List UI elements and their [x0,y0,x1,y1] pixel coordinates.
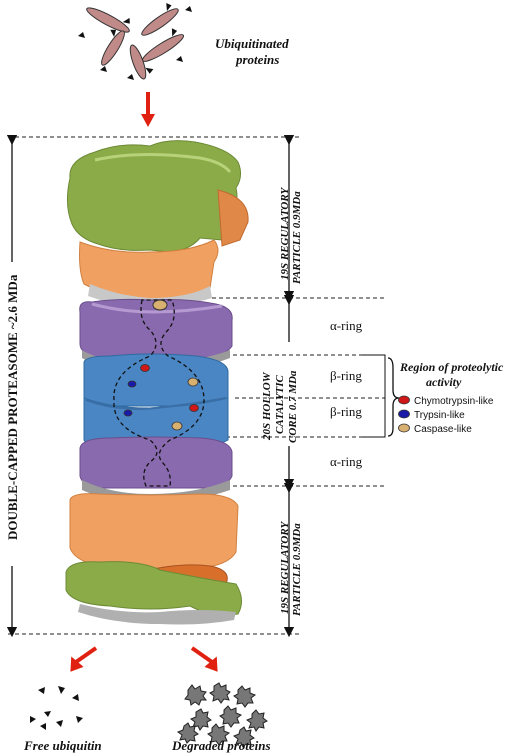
core-label-line1: 20S HOLLOW [261,371,273,441]
degraded-protein-fragments [176,682,268,748]
total-size-label: DOUBLE-CAPPED PROTEASOME ~2.6 MDa [5,274,20,540]
ubiquitinated-label-line1: Ubiquitinated [215,36,289,51]
region-label-line2: activity [426,375,462,389]
substrate-channel [113,299,205,487]
ubiquitinated-proteins-cluster [78,2,192,80]
activity-brace [387,357,400,437]
bottom-regulatory-particle [65,493,242,625]
output-arrow-right [190,646,218,672]
input-arrow [141,92,155,127]
beta-ring-2-label: β-ring [330,404,362,419]
legend-label-caspase: Caspase-like [414,424,472,435]
bottom-cap-label-line1: 19S REGULATORY [279,521,291,614]
legend-item-chymotrypsin: Chymotrypsin-like [398,395,494,407]
legend-swatch-chymotrypsin [398,395,410,405]
top-cap-label-line2: PARTICLE 0.9MDa [291,191,303,284]
activity-legend: Chymotrypsin-like Trypsin-like Caspase-l… [398,395,494,435]
free-ubiquitin-label: Free ubiquitin [23,738,102,753]
bottom-cap-label-line2: PARTICLE 0.9MDa [291,523,303,616]
region-label-line1: Region of proteolytic [399,360,504,374]
legend-item-caspase: Caspase-like [398,423,472,435]
ubiquitinated-label-line2: proteins [235,52,279,67]
core-label-line2: CATALYTIC [274,374,286,434]
free-ubiquitin-fragments [30,686,83,730]
active-sites [123,299,199,431]
legend-item-trypsin: Trypsin-like [398,409,465,421]
beta-core [83,353,229,449]
alpha-ring-top-label: α-ring [330,318,363,333]
beta-ring-1-label: β-ring [330,368,362,383]
legend-swatch-trypsin [398,409,410,419]
beta-ring-bracket [362,354,386,438]
degraded-proteins-label: Degraded proteins [171,738,271,753]
guide-lines [8,136,385,635]
legend-label-trypsin: Trypsin-like [414,410,465,421]
top-cap-label-line1: 19S REGULATORY [279,187,291,280]
legend-swatch-caspase [398,423,410,433]
alpha-ring-bottom-label: α-ring [330,454,363,469]
legend-label-chymotrypsin: Chymotrypsin-like [414,396,494,407]
output-arrow-left [70,646,98,672]
top-regulatory-particle [66,140,249,306]
core-label-line3: CORE 0.7 MDa [287,370,299,443]
